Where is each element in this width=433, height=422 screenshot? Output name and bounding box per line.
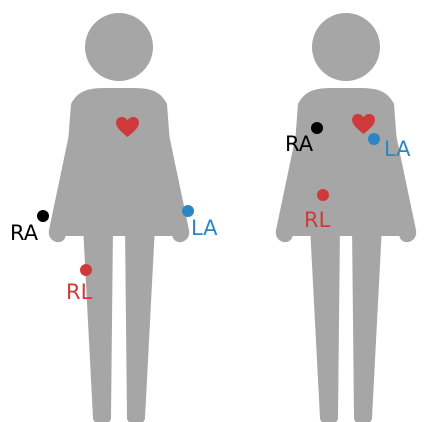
electrode-ra-dot (37, 210, 49, 222)
electrode-rl-dot (317, 189, 329, 201)
electrode-la-label: LA (191, 216, 218, 240)
figure-limb-placement: RA LA RL (10, 13, 218, 422)
person-silhouette (276, 13, 416, 422)
figure-torso-placement: RA LA RL (276, 13, 416, 422)
electrode-rl-label: RL (66, 280, 93, 304)
electrode-ra-label: RA (10, 221, 39, 245)
electrode-la-label: LA (384, 137, 411, 161)
electrode-rl-label: RL (304, 208, 331, 232)
electrode-la-dot (368, 133, 380, 145)
electrode-rl-dot (80, 264, 92, 276)
person-silhouette (49, 13, 189, 422)
electrode-ra-label: RA (285, 132, 314, 156)
